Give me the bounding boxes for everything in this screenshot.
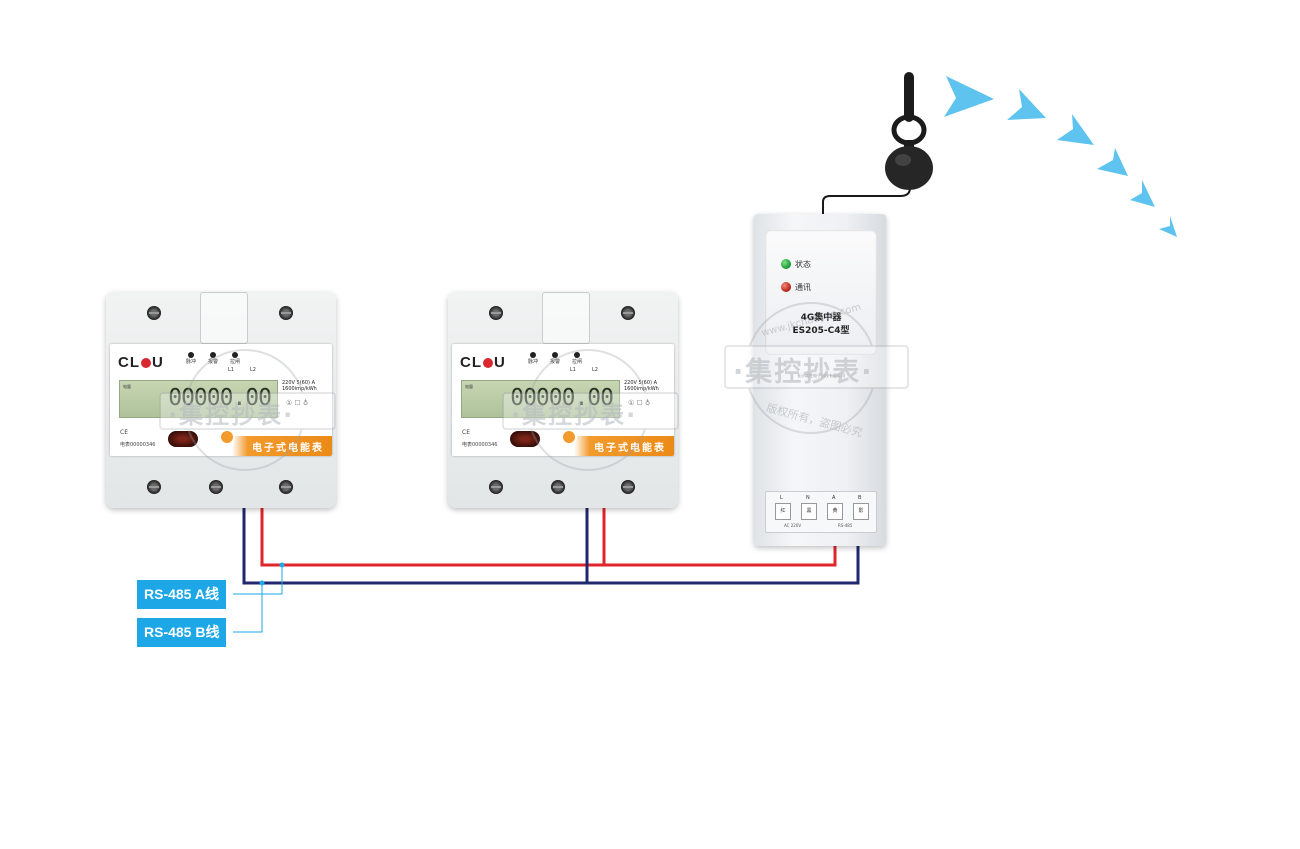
- screw-icon: [489, 480, 503, 494]
- indicator-pulse: 脉冲: [528, 352, 538, 365]
- terminal-ac-label: AC 220V: [784, 523, 802, 528]
- ce-mark: CE: [120, 429, 128, 436]
- manufacturer: 长沙威胜电子科技有限公司: [797, 373, 845, 378]
- terminal-rs485-label: RS-485: [838, 523, 853, 528]
- antenna-icon: [885, 72, 933, 190]
- leader-b-dot: [259, 580, 265, 586]
- concentrator-panel: 状态 通讯 4G集中器 ES205-C4型 长沙威胜电子科技有限公司: [765, 230, 877, 378]
- label-l2: L2: [250, 367, 256, 373]
- meter-serial: 电表00000346: [120, 442, 156, 448]
- sun-icon: [561, 429, 577, 445]
- terminal-l: 红: [775, 503, 791, 520]
- device-model: ES205-C4型: [792, 326, 850, 336]
- meter-symbols: ① ☐ ♁: [286, 399, 309, 407]
- screw-icon: [279, 306, 293, 320]
- label-l1: L1: [570, 367, 576, 373]
- signal-arrow-6: [1159, 216, 1177, 237]
- meter-serial: 电表00000346: [462, 442, 498, 448]
- sun-icon: [219, 429, 235, 445]
- antenna-cable: [822, 186, 911, 214]
- signal-arrows: [944, 76, 1177, 237]
- lcd-display: 电量 00000.00: [461, 380, 620, 418]
- terminal-letter: N: [806, 495, 810, 501]
- screw-icon: [279, 480, 293, 494]
- signal-arrow-1: [944, 76, 994, 117]
- meter-symbols: ① ☐ ♁: [628, 399, 651, 407]
- meter-button: [510, 431, 540, 447]
- indicator-trip: 拉闸: [572, 352, 582, 365]
- rs485-a-label: RS-485 A线: [137, 580, 226, 609]
- indicator-alarm: 报警: [550, 352, 560, 365]
- rs485-b-label: RS-485 B线: [137, 618, 227, 647]
- meter-title: 电子式电能表: [252, 443, 324, 454]
- indicator-trip: 拉闸: [230, 352, 240, 365]
- screw-icon: [489, 306, 503, 320]
- status-led-icon: [781, 259, 791, 269]
- indicator-alarm: 报警: [208, 352, 218, 365]
- terminal-a: 黄: [827, 503, 843, 520]
- signal-arrow-2: [1007, 89, 1046, 120]
- ce-mark: CE: [462, 429, 470, 436]
- terminal-b: 影: [853, 503, 869, 520]
- screw-icon: [551, 480, 565, 494]
- signal-arrow-3: [1057, 114, 1094, 145]
- terminal-letter: B: [858, 495, 862, 501]
- screw-icon: [621, 306, 635, 320]
- energy-reading: 00000.00: [168, 385, 272, 411]
- label-l2: L2: [592, 367, 598, 373]
- comm-led-icon: [781, 282, 791, 292]
- orange-band: [452, 436, 674, 456]
- status-label: 状态: [795, 260, 811, 269]
- device-name: 4G集中器: [800, 313, 842, 323]
- wire-b-blue: [242, 507, 860, 585]
- meter-top-terminal: [542, 292, 590, 344]
- leader-b: [233, 583, 263, 633]
- terminal-n: 黑: [801, 503, 817, 520]
- meter-top-terminal: [200, 292, 248, 344]
- meter-title: 电子式电能表: [594, 443, 666, 454]
- lcd-display: 电量 00000.00: [119, 380, 278, 418]
- screw-icon: [147, 480, 161, 494]
- lcd-label: 电量: [123, 384, 131, 389]
- terminal-block: L N A B 红 黑 黄 影 AC 220V RS-485: [765, 491, 877, 533]
- terminal-letter: L: [780, 495, 783, 501]
- orange-band: [110, 436, 332, 456]
- signal-arrow-5: [1130, 180, 1155, 207]
- indicator-pulse: 脉冲: [186, 352, 196, 365]
- label-l1: L1: [228, 367, 234, 373]
- wire-a-red: [260, 507, 837, 567]
- lcd-label: 电量: [465, 384, 473, 389]
- terminal-letter: A: [832, 495, 836, 501]
- meter-button: [168, 431, 198, 447]
- comm-label: 通讯: [795, 283, 811, 292]
- leader-a-dot: [279, 562, 285, 568]
- signal-arrow-4: [1097, 148, 1128, 176]
- 4g-concentrator: 状态 通讯 4G集中器 ES205-C4型 长沙威胜电子科技有限公司 L N A…: [754, 214, 886, 546]
- screw-icon: [147, 306, 161, 320]
- leader-a: [233, 565, 283, 595]
- screw-icon: [209, 480, 223, 494]
- screw-icon: [621, 480, 635, 494]
- energy-reading: 00000.00: [510, 385, 614, 411]
